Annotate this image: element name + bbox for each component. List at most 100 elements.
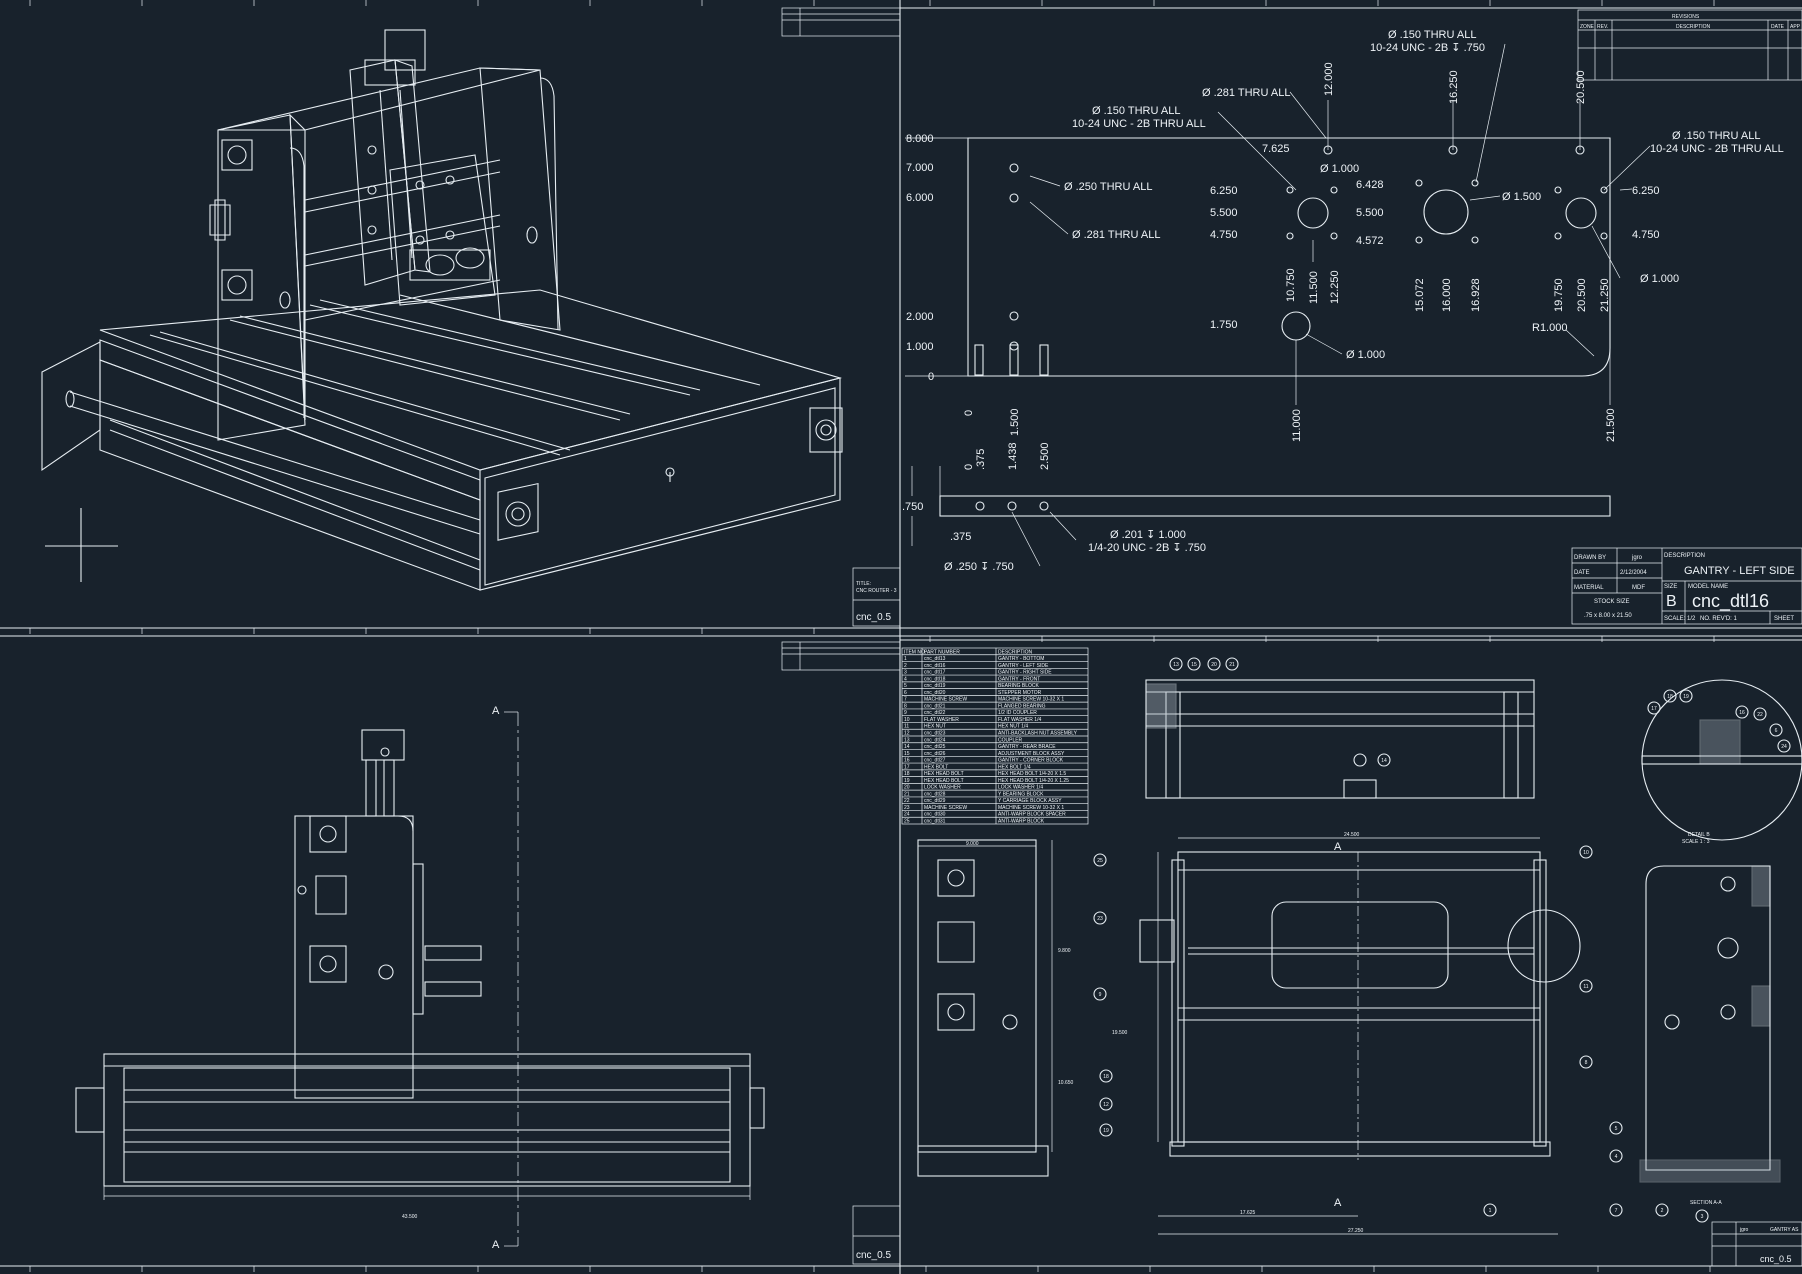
bom-cell: HEX HEAD BOLT: [924, 771, 964, 777]
balloon-callout: 20: [1207, 657, 1221, 671]
assembly-side-view: 9.000 9.800 10.650: [917, 839, 1074, 1177]
rev-col-rev: REV.: [1597, 24, 1608, 30]
balloon-callout: 3: [1695, 1209, 1709, 1223]
assembly-model: cnc_0.5: [1760, 1254, 1792, 1264]
balloon-label: 19: [1683, 694, 1689, 700]
balloon-label: 18: [1103, 1074, 1109, 1080]
plate-outline: [905, 137, 1611, 377]
tb-drawn-by: jgro: [1631, 555, 1643, 561]
tb-stock: .75 x 8.00 x 21.50: [1584, 613, 1632, 619]
balloon-callout: 10: [1579, 845, 1593, 859]
bom-cell: cnc_dtl21: [924, 703, 946, 709]
bom-header-cell: PART NUMBER: [924, 649, 960, 655]
bom-cell: 19: [904, 778, 910, 784]
tb-material-label: MATERIAL: [1574, 585, 1604, 591]
bom-cell: 7: [904, 697, 907, 703]
bom-cell: 22: [904, 798, 910, 804]
balloon-circle: [1579, 845, 1593, 859]
balloon-callout: 19: [1099, 1123, 1113, 1137]
assembly-title-block: jgro GANTRY AS cnc_0.5: [1711, 1221, 1802, 1267]
balloon-callout: 14: [1377, 753, 1391, 767]
balloon-label: 14: [1381, 758, 1387, 764]
dim-8000: 8.000: [906, 133, 934, 145]
balloon-circle: [1647, 701, 1661, 715]
bom-cell: cnc_dtl29: [924, 798, 946, 804]
bom-cell: cnc_dtl16: [924, 663, 946, 669]
balloon-label: 2: [1661, 1208, 1664, 1214]
side-dim-375: .375: [975, 449, 987, 470]
bom-cell: 15: [904, 751, 910, 757]
detail-b-label: DETAIL B: [1688, 832, 1710, 838]
tb-date: 2/12/2004: [1620, 570, 1647, 576]
sheet-isometric-view: TITLE: CNC ROUTER - 3 cnc_0.5: [41, 7, 901, 627]
balloon-label: 15: [1191, 662, 1197, 668]
balloon-callout: 7: [1609, 1203, 1623, 1217]
balloon-label: 19: [1103, 1128, 1109, 1134]
plate-leaders: [1029, 43, 1651, 405]
dim-1500: 1.500: [1009, 408, 1021, 436]
balloon-callout: 25: [1093, 853, 1107, 867]
callout-1500: Ø 1.500: [1502, 191, 1541, 203]
bom-cell: cnc_dtl13: [924, 656, 946, 662]
dim-6250-b: 6.250: [1632, 185, 1660, 197]
balloon-circle: [1483, 1203, 1497, 1217]
balloon-callout: 24: [1777, 739, 1791, 753]
bom-cell: LOCK WASHER 1/4: [998, 785, 1043, 791]
balloon-label: 10: [1583, 850, 1589, 856]
front-dim-17625: 17.625: [1240, 1210, 1256, 1216]
sheet-bl-model: cnc_0.5: [856, 1250, 891, 1261]
dim-12250: 12.250: [1329, 270, 1341, 304]
tb-scale: SCALE: 1/2: [1664, 616, 1696, 622]
assembly-drawn-by: jgro: [1739, 1227, 1749, 1233]
balloon-callout: 2: [1655, 1203, 1669, 1217]
dim-12000: 12.000: [1323, 62, 1335, 96]
bom-cell: 11: [904, 724, 909, 730]
balloon-circle: [1169, 657, 1183, 671]
bom-cell: BEARING BLOCK: [998, 683, 1040, 689]
section-a-bottom: A: [1334, 1197, 1342, 1209]
bom-cell: FLAT WASHER: [924, 717, 959, 723]
balloon-circle: [1663, 689, 1677, 703]
dim-20500-top: 20.500: [1575, 70, 1587, 104]
bom-cell: 8: [904, 703, 907, 709]
title-block: DRAWN BY jgro DATE 2/12/2004 MATERIAL MD…: [1571, 547, 1802, 625]
dim-21250: 21.250: [1599, 278, 1611, 312]
bom-cell: 14: [904, 744, 910, 750]
bom-cell: 21: [904, 791, 910, 797]
balloon-label: 5: [1615, 1126, 1618, 1132]
bom-cell: 24: [904, 812, 910, 818]
assembly-front-view: A A 24.500 19.500 17.625 27.250: [1112, 832, 1581, 1235]
callout-250-thru: Ø .250 THRU ALL: [1064, 181, 1152, 193]
bom-cell: HEX NUT 1/4: [998, 724, 1028, 730]
balloon-callout: 9: [1093, 987, 1107, 1001]
dim-21500: 21.500: [1605, 408, 1617, 442]
bom-cell: COUPLER: [998, 737, 1023, 743]
balloon-callout: 22: [1753, 707, 1767, 721]
side-dim-9800: 9.800: [1058, 948, 1071, 954]
crosshair-icon: [45, 508, 118, 582]
side-dim-10650: 10.650: [1058, 1080, 1074, 1086]
assembly-section-aa: SECTION A-A: [1639, 865, 1781, 1206]
balloon-callout: 11: [1579, 979, 1593, 993]
dim-19750: 19.750: [1553, 278, 1565, 312]
dim-0: 0: [928, 371, 934, 383]
dim-16000: 16.000: [1441, 278, 1453, 312]
balloon-callout: 17: [1647, 701, 1661, 715]
balloon-circle: [1777, 739, 1791, 753]
callout-1000-a: Ø 1.000: [1320, 163, 1359, 175]
callout-1024-unc-c: 10-24 UNC - 2B THRU ALL: [1650, 143, 1784, 155]
dim-6250-a: 6.250: [1210, 185, 1238, 197]
balloon-label: 1: [1489, 1208, 1492, 1214]
balloon-label: 22: [1757, 712, 1763, 718]
bom-cell: 4: [904, 676, 907, 682]
tb-drawn-by-label: DRAWN BY: [1574, 555, 1606, 561]
callout-1024-unc-b: 10-24 UNC - 2B THRU ALL: [1072, 118, 1206, 130]
dim-2000: 2.000: [906, 311, 934, 323]
dim-7000: 7.000: [906, 162, 934, 174]
callout-281-thru-a: Ø .281 THRU ALL: [1202, 87, 1290, 99]
bom-cell: STEPPER MOTOR: [998, 690, 1042, 696]
bom-cell: 13: [904, 737, 910, 743]
bom-cell: HEX HEAD BOLT 1/4-20 X 1.5: [998, 771, 1066, 777]
